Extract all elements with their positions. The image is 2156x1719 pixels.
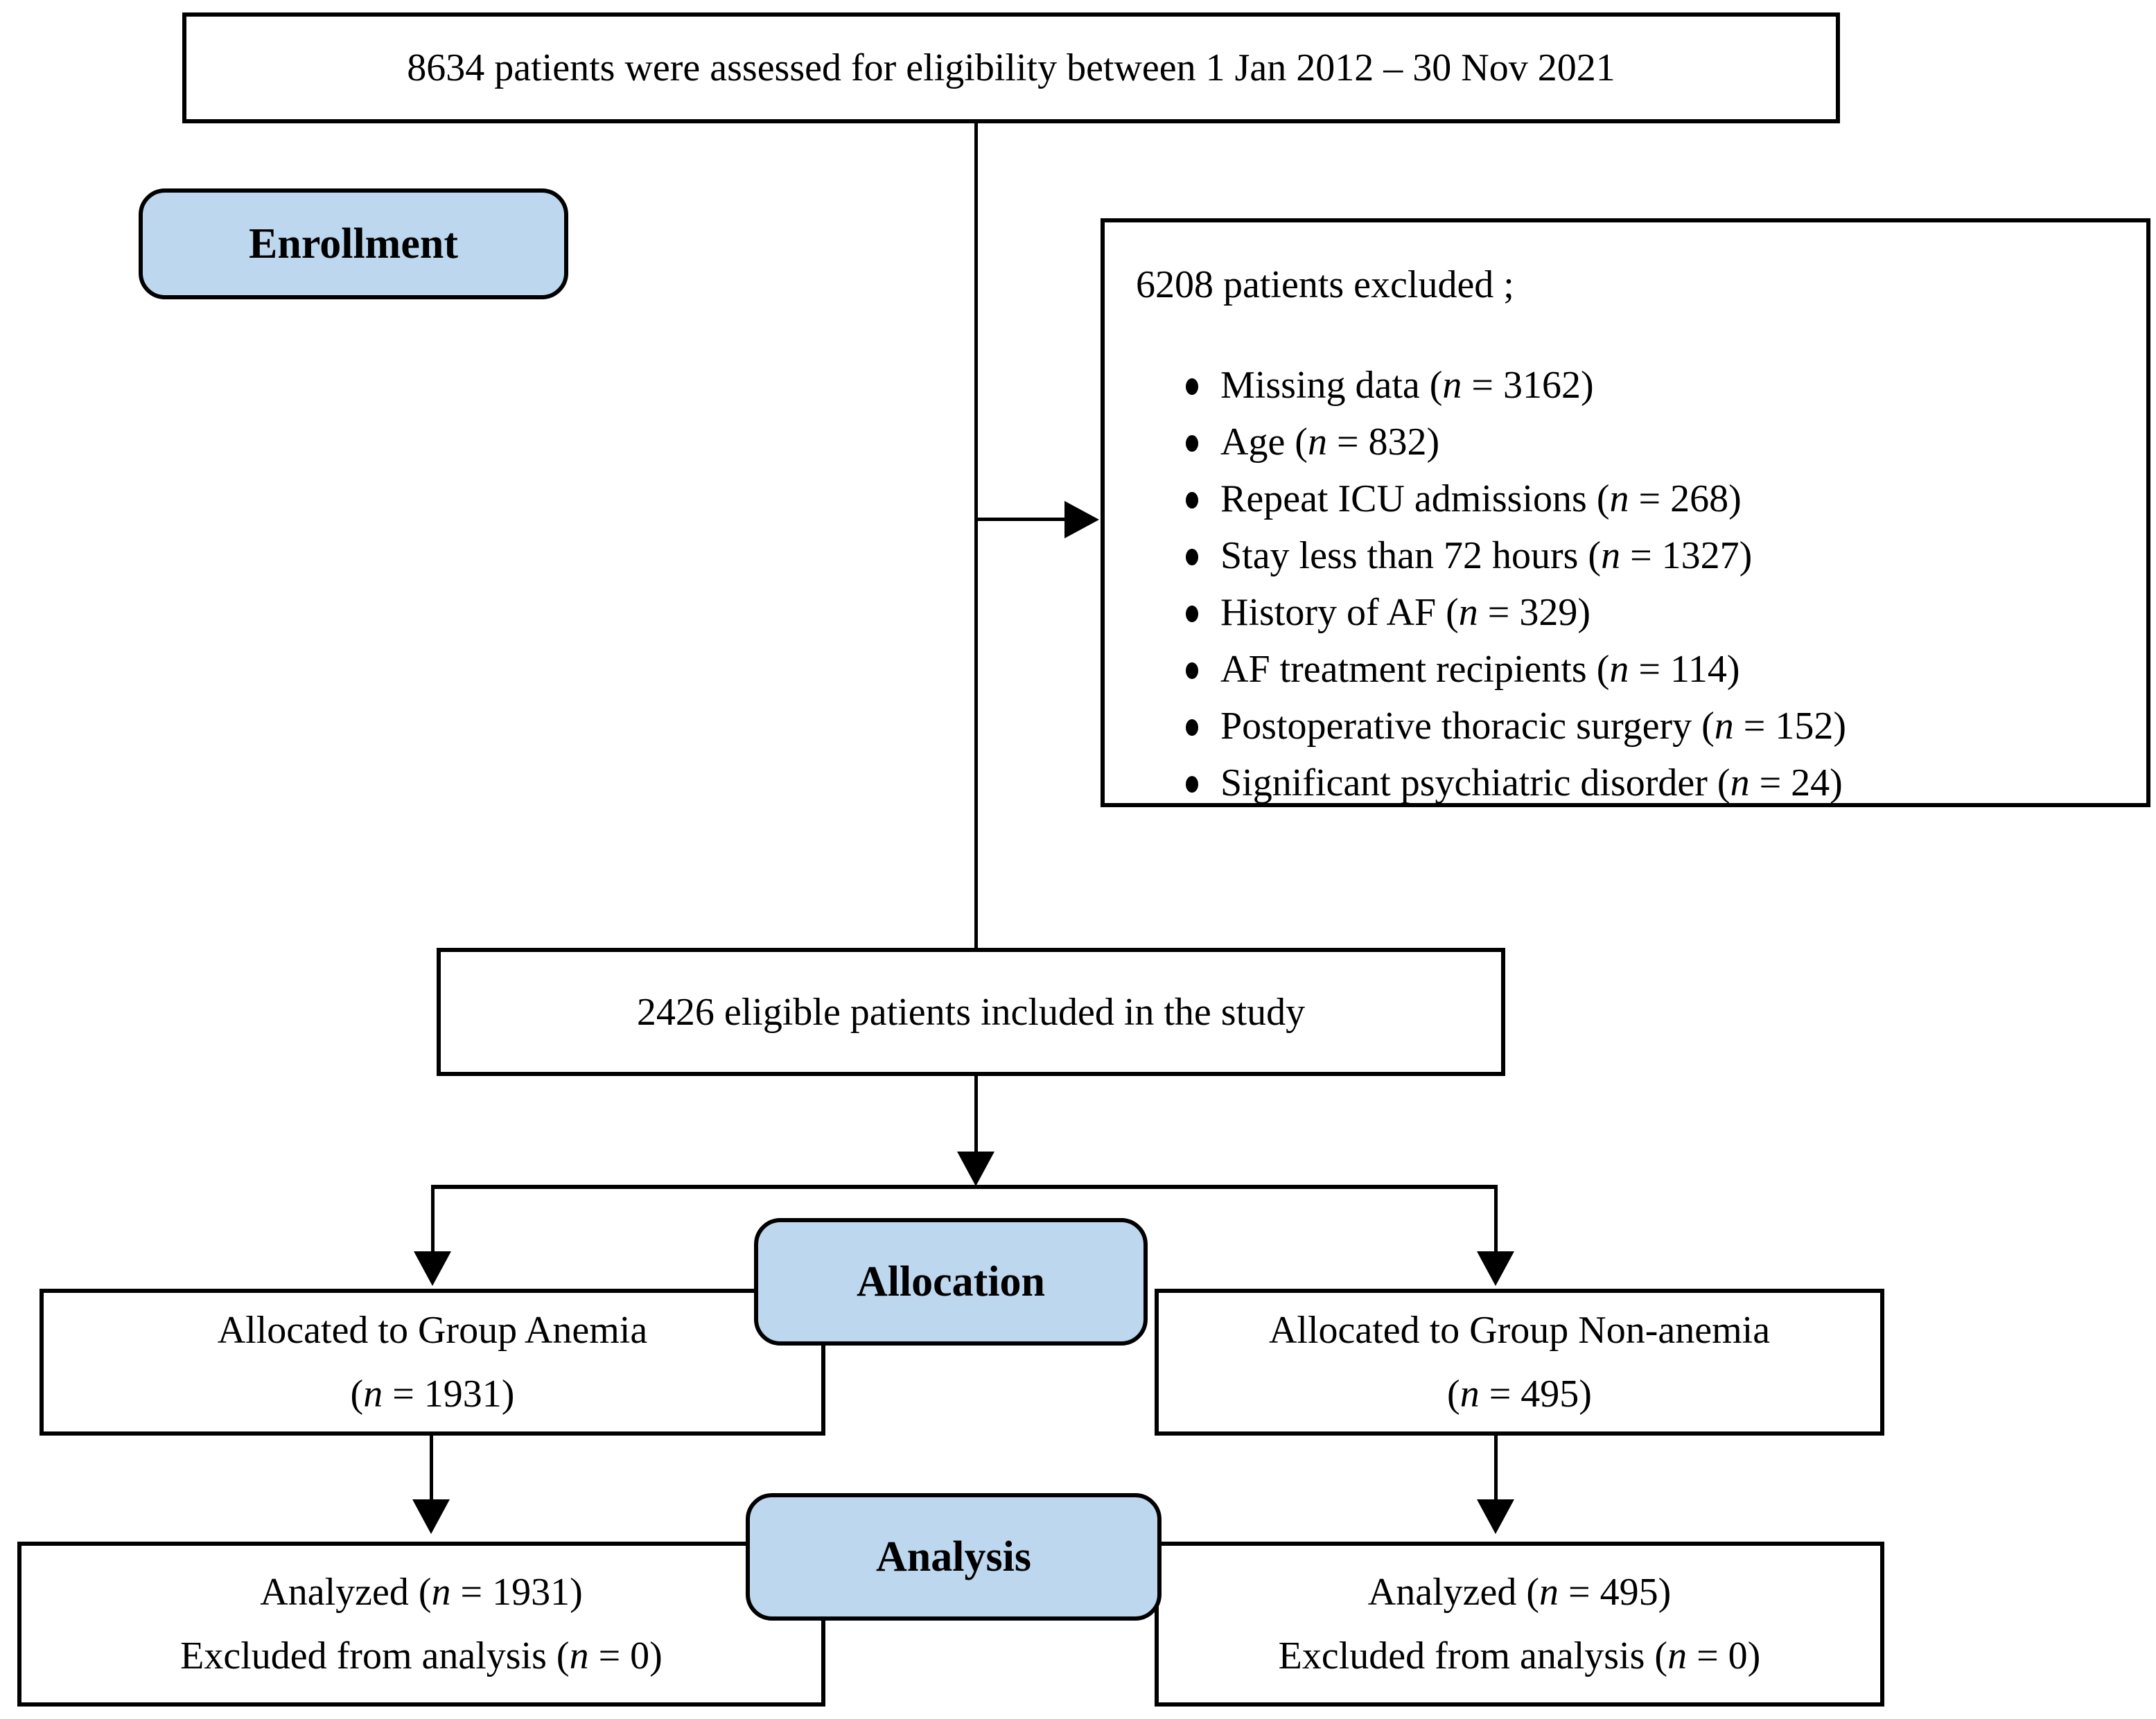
right-allocation-drop-line: [1494, 1185, 1498, 1254]
analyzed-non-anemia-line1: Analyzed (n = 495): [1367, 1571, 1672, 1614]
left-analysis-drop-line: [430, 1434, 433, 1502]
left-allocation-arrowhead: [414, 1251, 451, 1286]
exclusion-item-text: Significant psychiatric disorder (n = 24…: [1220, 761, 1843, 804]
exclusion-item: History of AF (n = 329): [1136, 584, 2126, 641]
exclusion-title: 6208 patients excluded ;: [1136, 263, 1514, 306]
exclusion-item: Postoperative thoracic surgery (n = 152): [1136, 698, 2126, 755]
bullet-icon: [1186, 378, 1198, 395]
exclusion-item-text: Missing data (n = 3162): [1220, 364, 1594, 407]
bullet-icon: [1186, 549, 1198, 565]
bullet-icon: [1186, 776, 1198, 793]
analyzed-non-anemia-line2: Excluded from analysis (n = 0): [1278, 1634, 1761, 1677]
allocation-badge: Allocation: [754, 1218, 1148, 1346]
enrollment-badge: Enrollment: [139, 188, 568, 299]
allocated-non-anemia-line2: (n = 495): [1447, 1373, 1592, 1416]
exclusion-content: 6208 patients excluded ; Missing data (n…: [1105, 222, 2146, 804]
bullet-icon: [1186, 719, 1198, 736]
bullet-icon: [1186, 606, 1198, 622]
exclusion-item-text: Age (n = 832): [1220, 421, 1440, 464]
allocation-label: Allocation: [856, 1258, 1046, 1305]
analyzed-anemia-line1: Analyzed (n = 1931): [260, 1571, 583, 1614]
left-analysis-arrowhead: [412, 1499, 450, 1534]
analyzed-non-anemia-box: Analyzed (n = 495) Excluded from analysi…: [1155, 1542, 1884, 1707]
exclusion-item-text: Postoperative thoracic surgery (n = 152): [1220, 705, 1846, 748]
bullet-icon: [1186, 662, 1198, 679]
exclusion-item-text: Repeat ICU admissions (n = 268): [1220, 477, 1742, 520]
eligible-box: 2426 eligible patients included in the s…: [437, 948, 1505, 1076]
exclusion-arrow-line: [976, 518, 1071, 521]
bullet-icon: [1186, 492, 1198, 509]
exclusion-item-text: History of AF (n = 329): [1220, 591, 1591, 634]
assessed-box: 8634 patients were assessed for eligibil…: [182, 12, 1840, 123]
exclusion-item: Significant psychiatric disorder (n = 24…: [1136, 755, 2126, 811]
exclusion-item: Missing data (n = 3162): [1136, 357, 2126, 414]
allocated-non-anemia-line1: Allocated to Group Non-anemia: [1268, 1309, 1771, 1352]
analyzed-anemia-line2: Excluded from analysis (n = 0): [180, 1634, 663, 1677]
exclusion-item-text: Stay less than 72 hours (n = 1327): [1220, 534, 1753, 577]
exclusion-item: Repeat ICU admissions (n = 268): [1136, 470, 2126, 527]
allocated-anemia-box: Allocated to Group Anemia (n = 1931): [40, 1289, 825, 1436]
eligible-text: 2426 eligible patients included in the s…: [636, 990, 1306, 1034]
exclusion-item-text: AF treatment recipients (n = 114): [1220, 648, 1740, 691]
right-allocation-arrowhead: [1477, 1251, 1514, 1286]
analysis-badge: Analysis: [746, 1493, 1162, 1621]
right-analysis-drop-line: [1494, 1434, 1498, 1502]
split-arrowhead: [957, 1152, 994, 1186]
exclusion-item: Stay less than 72 hours (n = 1327): [1136, 527, 2126, 584]
analyzed-anemia-box: Analyzed (n = 1931) Excluded from analys…: [17, 1542, 825, 1707]
allocated-non-anemia-box: Allocated to Group Non-anemia (n = 495): [1155, 1289, 1884, 1436]
allocated-anemia-line2: (n = 1931): [350, 1373, 515, 1416]
assessed-text: 8634 patients were assessed for eligibil…: [407, 46, 1615, 89]
bullet-icon: [1186, 435, 1198, 452]
exclusion-box: 6208 patients excluded ; Missing data (n…: [1101, 218, 2150, 807]
exclusion-item: AF treatment recipients (n = 114): [1136, 641, 2126, 698]
analysis-label: Analysis: [876, 1533, 1031, 1580]
right-analysis-arrowhead: [1477, 1499, 1514, 1534]
split-horizontal-line: [432, 1185, 1498, 1189]
exclusion-item: Age (n = 832): [1136, 414, 2126, 470]
exclusion-arrowhead: [1064, 501, 1099, 538]
exclusion-list: Missing data (n = 3162) Age (n = 832) Re…: [1136, 357, 2126, 811]
split-vertical-line: [974, 1076, 978, 1156]
allocated-anemia-line1: Allocated to Group Anemia: [217, 1309, 648, 1352]
main-vertical-line: [974, 122, 978, 949]
enrollment-label: Enrollment: [249, 220, 458, 267]
left-allocation-drop-line: [431, 1185, 435, 1254]
